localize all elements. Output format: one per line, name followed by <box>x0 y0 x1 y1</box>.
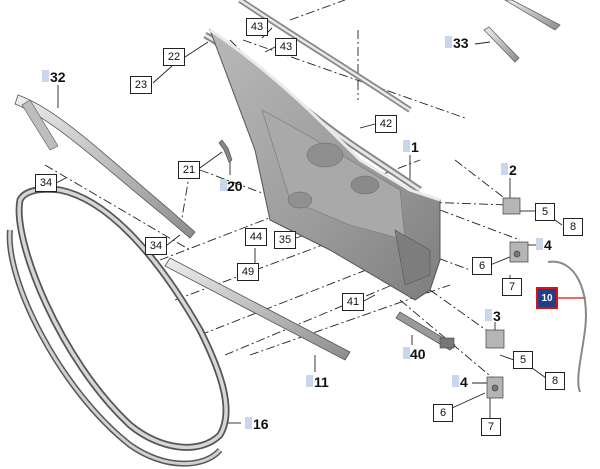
tick-33 <box>445 36 452 48</box>
tick-32 <box>42 70 49 82</box>
label-43: 43 <box>275 38 297 56</box>
door-seal-16 <box>6 185 230 467</box>
label-22: 22 <box>163 48 185 66</box>
tick-4-lower <box>452 375 459 387</box>
cable <box>547 260 587 393</box>
tick-3 <box>485 309 492 321</box>
sill-strip-11 <box>164 257 351 361</box>
tick-16 <box>245 417 252 429</box>
label-2: 2 <box>509 162 517 178</box>
tick-11 <box>306 375 313 387</box>
label-4-lower: 4 <box>460 374 468 390</box>
tick-20 <box>220 179 227 191</box>
check-strap-40 <box>395 311 456 351</box>
label-23: 23 <box>130 76 152 94</box>
label-8-upper: 8 <box>563 218 583 236</box>
label-41: 41 <box>342 293 364 311</box>
label-16: 16 <box>253 416 269 432</box>
label-20: 20 <box>227 178 243 194</box>
label-8-lower: 8 <box>545 372 565 390</box>
label-11: 11 <box>314 374 329 390</box>
label-34-lower: 34 <box>145 237 167 255</box>
label-7-upper: 7 <box>502 278 522 296</box>
label-5-lower: 5 <box>513 351 533 369</box>
label-4-upper: 4 <box>544 237 552 253</box>
label-5-upper: 5 <box>535 203 555 221</box>
label-40: 40 <box>410 346 426 362</box>
tick-2 <box>501 163 508 175</box>
tick-40 <box>403 347 410 359</box>
seal-32 <box>14 94 196 239</box>
label-42: 42 <box>375 115 397 133</box>
tick-4-upper <box>536 238 543 250</box>
label-21: 21 <box>178 161 200 179</box>
label-35: 35 <box>274 231 296 249</box>
label-44: 44 <box>245 228 267 246</box>
hinge-upper <box>502 197 529 263</box>
label-3: 3 <box>493 308 501 324</box>
clip-21 <box>218 139 233 163</box>
label-33: 33 <box>453 35 469 51</box>
label-49: 49 <box>237 263 259 281</box>
upper-strip <box>504 0 561 31</box>
tick-1 <box>403 140 410 152</box>
label-7-lower: 7 <box>481 418 501 436</box>
label-34-upper: 34 <box>35 174 57 192</box>
label-43-top: 43 <box>246 18 268 36</box>
label-1: 1 <box>411 139 419 155</box>
label-32: 32 <box>50 69 66 85</box>
door-panel <box>208 28 441 301</box>
label-6-upper: 6 <box>472 257 492 275</box>
trim-33 <box>483 26 520 63</box>
label-10-highlighted[interactable]: 10 <box>536 287 558 309</box>
label-6-lower: 6 <box>433 404 453 422</box>
hinge-lower <box>485 329 505 399</box>
